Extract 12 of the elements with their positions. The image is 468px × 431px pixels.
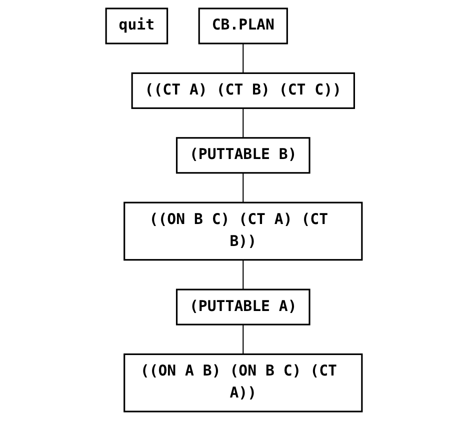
node-box: ((CT A) (CT B) (CT C))	[131, 72, 355, 109]
connector	[242, 43, 244, 74]
node-box: ((ON A B) (ON B C) (CT A))	[124, 353, 363, 412]
node-box: (PUTTABLE A)	[176, 288, 310, 326]
node-box: CB.PLAN	[198, 8, 288, 44]
connector	[242, 108, 244, 138]
connector	[242, 260, 244, 290]
node-box: quit	[105, 8, 168, 44]
connector	[242, 324, 244, 354]
connector	[242, 172, 244, 203]
node-box: (PUTTABLE B)	[176, 137, 310, 174]
node-box: ((ON B C) (CT A) (CT B))	[124, 202, 363, 261]
